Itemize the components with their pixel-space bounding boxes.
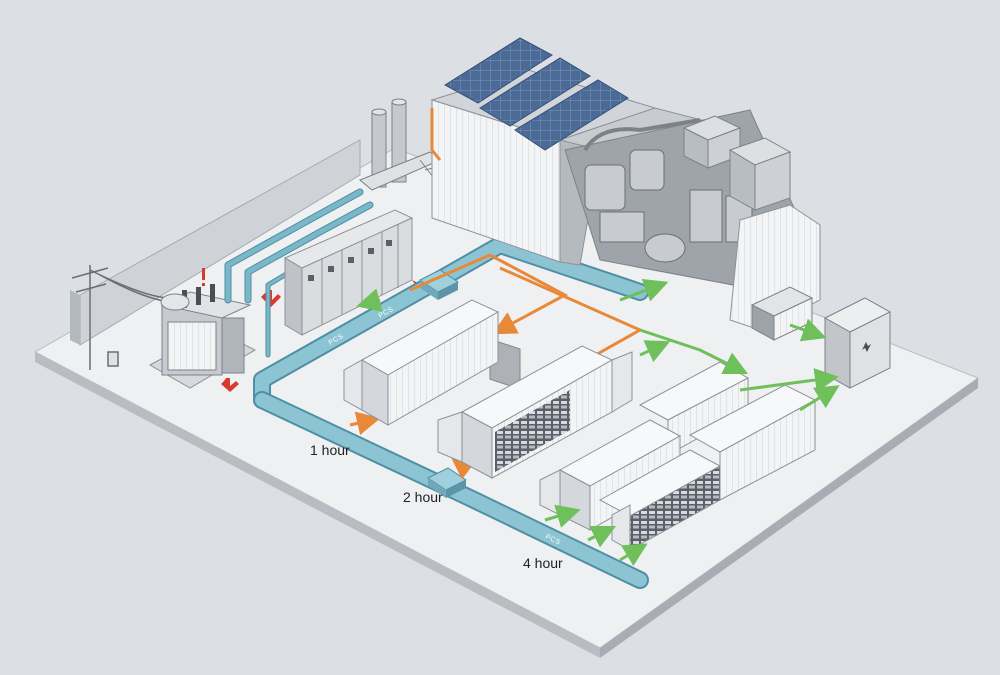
cooling-unit-icon: [750, 286, 814, 341]
perimeter-wall: [70, 139, 361, 346]
battery-container-icon: [437, 345, 633, 479]
transformer-icon: [148, 284, 257, 389]
switchgear-icon: [283, 209, 414, 336]
exhaust-stack-icon: [371, 98, 407, 188]
duration-label-2h: 2 hour: [403, 489, 443, 505]
duration-label-1h: 1 hour: [310, 442, 350, 458]
junction-box-icon: [427, 467, 467, 498]
duration-label-4h: 4 hour: [523, 555, 563, 571]
power-building: [430, 69, 821, 390]
green-flow: [356, 279, 840, 567]
battery-container-icon: [343, 299, 500, 426]
battery-container-icon: [539, 361, 817, 551]
solar-panel-icon: [444, 37, 629, 151]
